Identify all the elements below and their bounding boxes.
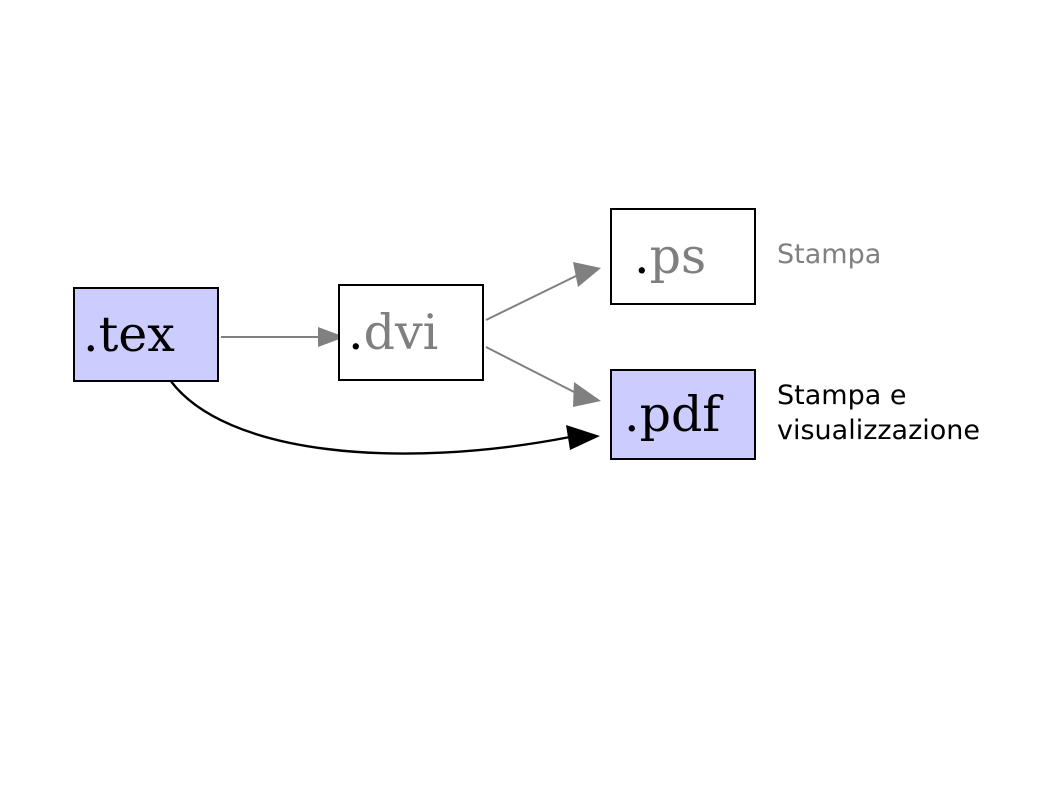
edge-dvi-to-ps: [485, 262, 601, 321]
edge-dvi-to-pdf: [485, 346, 601, 407]
edge-tex-to-pdf: [169, 379, 600, 455]
node-dvi-label: .dvi: [340, 308, 438, 357]
node-ps[interactable]: .ps: [610, 208, 756, 305]
edge-tex-to-dvi: [221, 327, 345, 347]
node-tex-label: .tex: [75, 310, 175, 359]
node-tex-extension: tex: [98, 306, 175, 363]
annotation-stampa: Stampa: [777, 239, 882, 270]
node-tex-dot: .: [83, 306, 99, 363]
node-pdf-label: .pdf: [612, 390, 720, 439]
node-dvi-dot: .: [348, 304, 364, 361]
node-dvi-extension: dvi: [363, 304, 439, 361]
node-pdf-extension: pdf: [639, 386, 721, 443]
node-tex[interactable]: .tex: [73, 287, 219, 382]
node-dvi[interactable]: .dvi: [338, 284, 484, 381]
node-ps-dot: .: [634, 228, 650, 285]
node-ps-extension: ps: [649, 228, 707, 285]
node-ps-label: .ps: [612, 232, 706, 281]
node-pdf-dot: .: [624, 386, 640, 443]
annotation-stampa-visualizzazione: Stampa e visualizzazione: [777, 380, 981, 446]
node-pdf[interactable]: .pdf: [610, 369, 756, 460]
